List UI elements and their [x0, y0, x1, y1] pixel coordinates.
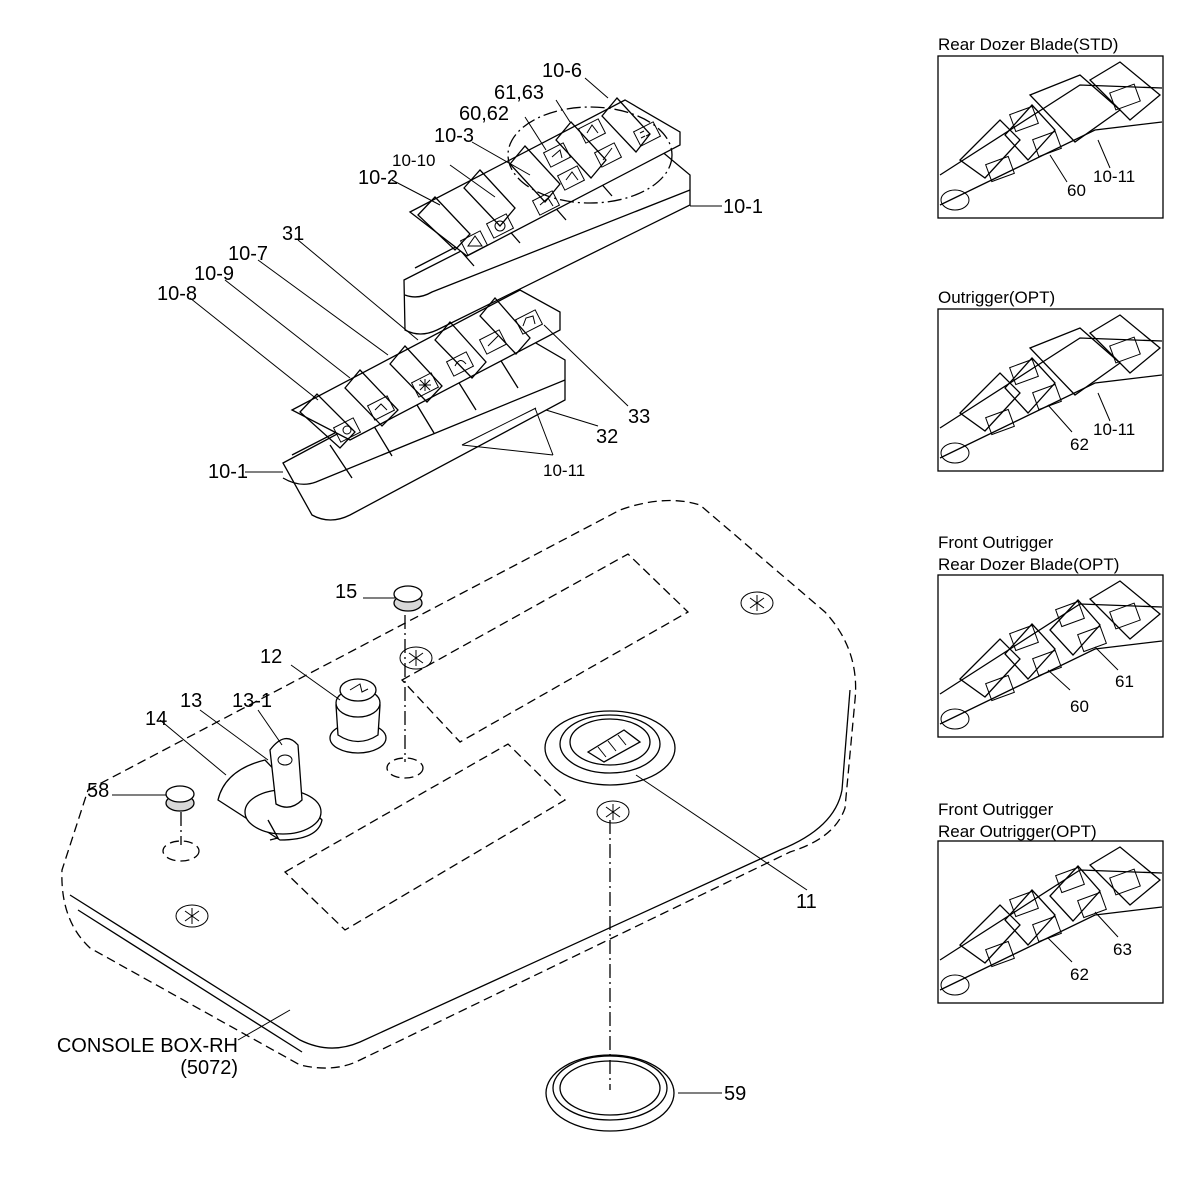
leader-lines — [112, 77, 808, 1094]
console-box-part-number: (5072) — [180, 1057, 238, 1079]
callout-14: 14 — [145, 708, 167, 730]
callout-33: 33 — [628, 406, 650, 428]
panel-title: Rear Dozer Blade(STD) — [938, 35, 1118, 54]
switch-strip-upper — [403, 97, 691, 335]
callout-13: 13 — [180, 690, 202, 712]
callout-10-8: 10-8 — [157, 283, 197, 305]
light-switch — [329, 678, 387, 754]
screw-icon — [399, 646, 433, 670]
callout-10-6: 10-6 — [542, 60, 582, 82]
panel-title: Front Outrigger — [938, 533, 1054, 552]
callout-60-62: 60,62 — [459, 103, 509, 125]
screw-icon — [175, 904, 209, 928]
callout-58: 58 — [87, 780, 109, 802]
ring-59 — [545, 1054, 675, 1132]
callout-10-7: 10-7 — [228, 243, 268, 265]
panel-title: Front Outrigger — [938, 800, 1054, 819]
callout-10-9: 10-9 — [194, 263, 234, 285]
callout-31: 31 — [282, 223, 304, 245]
console-box-label: CONSOLE BOX-RH — [57, 1035, 238, 1057]
panel-title: Rear Outrigger(OPT) — [938, 822, 1097, 841]
callout-10-10: 10-10 — [392, 151, 435, 170]
panel-label: 10-11 — [1093, 420, 1135, 439]
callout-10-11: 10-11 — [543, 461, 585, 480]
screw-icon — [596, 800, 630, 824]
callout-12: 12 — [260, 646, 282, 668]
panel-title: Rear Dozer Blade(OPT) — [938, 555, 1119, 574]
callout-labels: 10-6 61,63 60,62 10-3 10-10 10-2 10-1 31… — [57, 60, 817, 1105]
switch-strip-lower — [282, 289, 566, 521]
callout-10-3: 10-3 — [434, 125, 474, 147]
callout-32: 32 — [596, 426, 618, 448]
screw-icon — [740, 591, 774, 615]
panel-label: 60 — [1067, 181, 1086, 200]
callout-15: 15 — [335, 581, 357, 603]
variant-panel-front-outrigger-rear-outrigger: Front Outrigger Rear Outrigger(OPT) 62 6… — [937, 800, 1164, 1004]
plug-58 — [165, 785, 195, 812]
panel-label: 62 — [1070, 435, 1089, 454]
plug-15 — [393, 585, 423, 612]
callout-10-2: 10-2 — [358, 167, 398, 189]
panel-label: 63 — [1113, 940, 1132, 959]
variant-panel-rear-dozer-blade-std: Rear Dozer Blade(STD) 60 10-11 — [937, 35, 1164, 219]
callout-13-1: 13-1 — [232, 690, 272, 712]
variant-panel-outrigger-opt: Outrigger(OPT) 62 10-11 — [937, 288, 1164, 472]
panel-label: 60 — [1070, 697, 1089, 716]
panel-label: 10-11 — [1093, 167, 1135, 186]
hour-meter — [544, 710, 676, 786]
panel-label: 62 — [1070, 965, 1089, 984]
key-switch — [217, 738, 323, 841]
panel-label: 61 — [1115, 672, 1134, 691]
callout-10-1-top: 10-1 — [723, 196, 763, 218]
console-box — [61, 499, 857, 1069]
callout-59: 59 — [724, 1083, 746, 1105]
callout-11: 11 — [796, 891, 817, 913]
callout-61-63: 61,63 — [494, 82, 544, 104]
callout-10-1-bottom: 10-1 — [208, 461, 248, 483]
panel-title: Outrigger(OPT) — [938, 288, 1055, 307]
variant-panel-front-outrigger-rear-dozer: Front Outrigger Rear Dozer Blade(OPT) 60… — [937, 533, 1164, 738]
